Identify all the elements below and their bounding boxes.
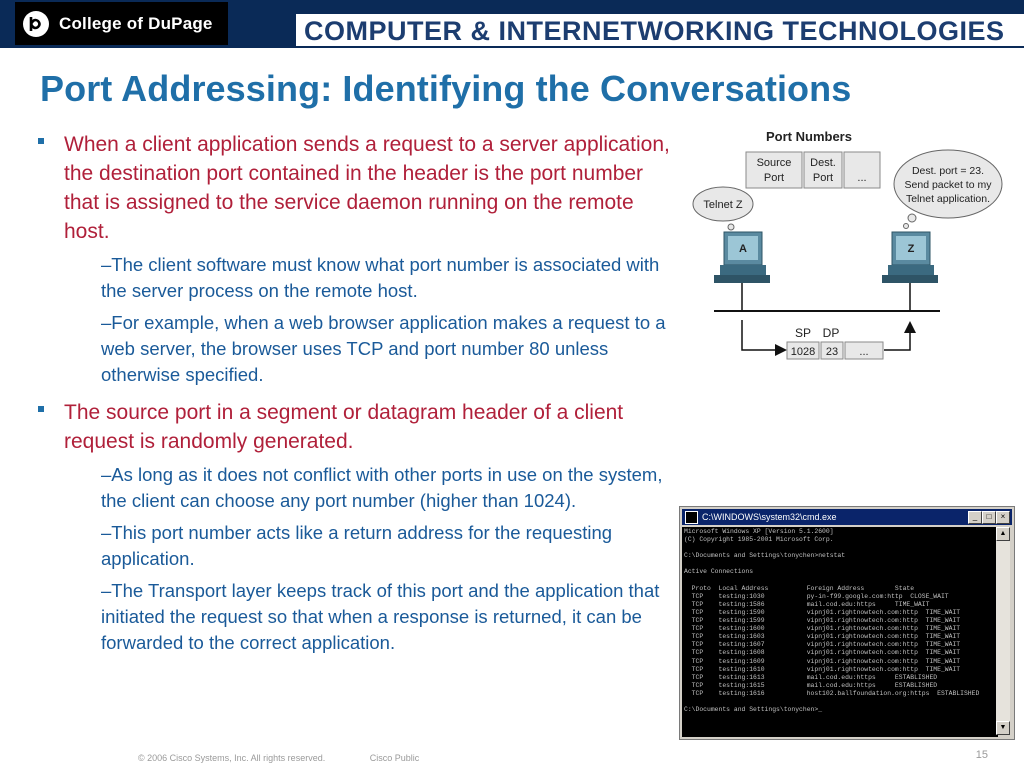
slide-footer: © 2006 Cisco Systems, Inc. All rights re… [138, 753, 419, 763]
cmd-window-icon [685, 510, 698, 524]
minimize-button[interactable]: _ [968, 511, 982, 524]
console-line [684, 577, 996, 585]
bullet-list: When a client application sends a reques… [38, 130, 680, 656]
packet-segment: 1028 23 ... [786, 341, 884, 360]
sp-label: SP [795, 326, 811, 340]
console-line: TCP testing:1607 vipnj01.rightnowtech.co… [684, 641, 961, 649]
console-line: TCP testing:1030 py-in-f99.google.com:ht… [684, 592, 949, 600]
console-line: (C) Copyright 1985-2001 Microsoft Corp. [684, 536, 834, 544]
sub-bullet-2-2: –This port number acts like a return add… [101, 522, 613, 569]
console-line: Microsoft Windows XP [Version 5.1.2600] [684, 528, 834, 535]
port-numbers-diagram: Port Numbers Source Port Dest. Port ... … [692, 129, 1003, 360]
source-port-label-2: Port [764, 172, 784, 184]
console-line: C:\Documents and Settings\tonychen>_ [684, 706, 823, 714]
telnet-z-bubble: Telnet Z [692, 186, 754, 237]
page-number: 15 [975, 749, 988, 761]
source-port-value: 1028 [791, 346, 815, 358]
dest-port-value: 23 [826, 346, 838, 358]
sub-bullet-1-1: –The client software must know what port… [101, 254, 660, 301]
bullet-2-text: The source port in a segment or datagram… [64, 401, 624, 453]
header-bar: College of DuPage COMPUTER & INTERNETWOR… [0, 0, 1024, 50]
source-port-label: Source [757, 157, 792, 169]
host-z-computer-icon: Z [882, 231, 938, 283]
bullet-1-text: When a client application sends a reques… [64, 133, 670, 243]
packet-more-fields: ... [859, 346, 868, 358]
classification-text: Cisco Public [369, 753, 420, 763]
cmd-scrollbar[interactable]: ▲ ▼ [996, 527, 1010, 735]
host-a-label: A [739, 243, 747, 255]
college-logo-icon [23, 10, 49, 37]
telnet-z-text: Telnet Z [703, 199, 742, 211]
more-fields-label: ... [857, 172, 866, 184]
host-a-computer-icon: A [714, 231, 770, 283]
console-line: TCP testing:1590 vipnj01.rightnowtech.co… [684, 608, 961, 616]
console-line [684, 544, 996, 552]
dp-label: DP [823, 326, 840, 340]
dest-port-label: Dest. [810, 157, 836, 169]
console-line: Proto Local Address Foreign Address Stat… [684, 584, 915, 592]
maximize-button[interactable]: □ [982, 511, 996, 524]
console-line: TCP testing:1603 vipnj01.rightnowtech.co… [684, 633, 961, 641]
cmd-titlebar[interactable]: C:\WINDOWS\system32\cmd.exe _ □ × [682, 509, 1012, 525]
scroll-down-icon[interactable]: ▼ [996, 721, 1010, 735]
cmd-console-output: Microsoft Windows XP [Version 5.1.2600](… [682, 527, 998, 737]
program-banner: COMPUTER & INTERNETWORKING TECHNOLOGIES [296, 14, 1024, 46]
console-line: TCP testing:1609 vipnj01.rightnowtech.co… [684, 657, 961, 665]
console-line: TCP testing:1599 vipnj01.rightnowtech.co… [684, 617, 961, 625]
copyright-text: © 2006 Cisco Systems, Inc. All rights re… [138, 753, 326, 763]
college-logo: College of DuPage [15, 2, 228, 45]
banner-text: COMPUTER & INTERNETWORKING TECHNOLOGIES [304, 16, 1005, 46]
console-line: TCP testing:1608 vipnj01.rightnowtech.co… [684, 649, 961, 657]
bubble-line-1: Dest. port = 23. [912, 165, 984, 177]
bullet-marker-icon [38, 406, 44, 412]
console-line: TCP testing:1616 host102.ballfoundation.… [684, 689, 980, 697]
console-line: TCP testing:1613 mail.cod.edu:https ESTA… [684, 673, 938, 681]
console-line: TCP testing:1600 vipnj01.rightnowtech.co… [684, 625, 961, 633]
sub-bullet-2-1: –As long as it does not conflict with ot… [101, 464, 663, 511]
dest-port-label-2: Port [813, 172, 833, 184]
console-line [684, 560, 996, 568]
scroll-up-icon[interactable]: ▲ [996, 527, 1010, 541]
console-line: TCP testing:1615 mail.cod.edu:https ESTA… [684, 681, 938, 689]
bubble-line-3: Telnet application. [906, 193, 990, 205]
sub-bullet-1-2: –For example, when a web browser applica… [101, 312, 666, 385]
bullet-2: The source port in a segment or datagram… [38, 398, 680, 456]
packet-flow-arrow [741, 320, 787, 356]
console-line: TCP testing:1610 vipnj01.rightnowtech.co… [684, 665, 961, 673]
console-line: TCP testing:1586 mail.cod.edu:https TIME… [684, 600, 930, 608]
console-line: Active Connections [684, 568, 754, 576]
close-button[interactable]: × [996, 511, 1010, 524]
sub-bullet-2-3: –The Transport layer keeps track of this… [101, 580, 660, 653]
bullet-1: When a client application sends a reques… [38, 130, 680, 246]
bubble-line-2: Send packet to my [905, 179, 993, 191]
console-line: C:\Documents and Settings\tonychen>netst… [684, 552, 846, 560]
cmd-title: C:\WINDOWS\system32\cmd.exe [702, 512, 837, 522]
slide-title: Port Addressing: Identifying the Convers… [40, 68, 852, 109]
destination-bubble: Dest. port = 23. Send packet to my Telne… [893, 149, 1003, 229]
diagram-title: Port Numbers [766, 129, 852, 144]
cmd-window: C:\WINDOWS\system32\cmd.exe _ □ × Micros… [679, 506, 1015, 740]
bullet-marker-icon [38, 138, 44, 144]
host-z-label: Z [908, 243, 915, 255]
console-line [684, 698, 996, 706]
logo-text: College of DuPage [59, 13, 213, 33]
port-header-cells: Source Port Dest. Port ... [745, 151, 881, 189]
